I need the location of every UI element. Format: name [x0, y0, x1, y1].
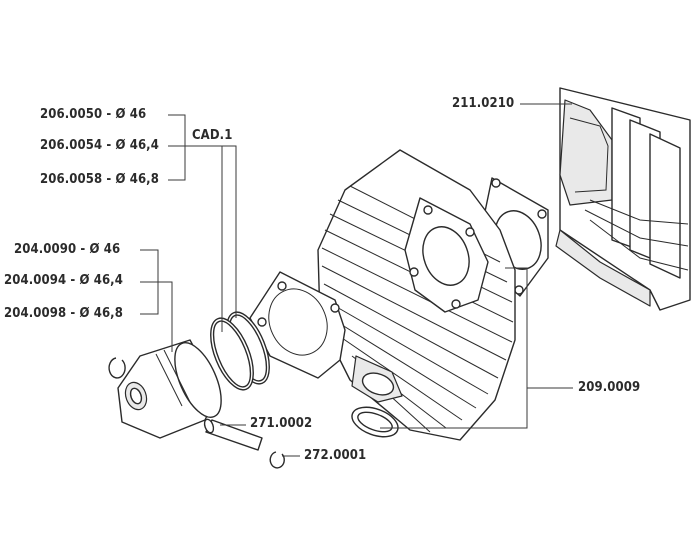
cylinder	[317, 149, 516, 441]
ring-quantity-label: CAD.1	[192, 128, 233, 143]
piston-ring-label-46-4: 206.0054 - Ø 46,4	[40, 138, 159, 153]
piston-pin	[203, 418, 263, 451]
piston	[117, 339, 222, 439]
piston-ring-label-46-8: 206.0058 - Ø 46,8	[40, 172, 159, 187]
leader-lines	[140, 103, 573, 457]
cylinder-kit-label: 209.0009	[578, 380, 641, 395]
piston-label-46-4: 204.0094 - Ø 46,4	[4, 273, 123, 288]
piston-label-46-8: 204.0098 - Ø 46,8	[4, 306, 123, 321]
cylinder-head-label: 211.0210	[452, 96, 515, 111]
piston-pin-label: 271.0002	[250, 416, 313, 431]
circlips	[108, 357, 285, 469]
cylinder-head	[555, 87, 691, 311]
circlip-label: 272.0001	[304, 448, 367, 463]
piston-rings	[210, 311, 270, 391]
piston-label-46: 204.0090 - Ø 46	[14, 242, 121, 257]
piston-ring-label-46: 206.0050 - Ø 46	[40, 107, 147, 122]
